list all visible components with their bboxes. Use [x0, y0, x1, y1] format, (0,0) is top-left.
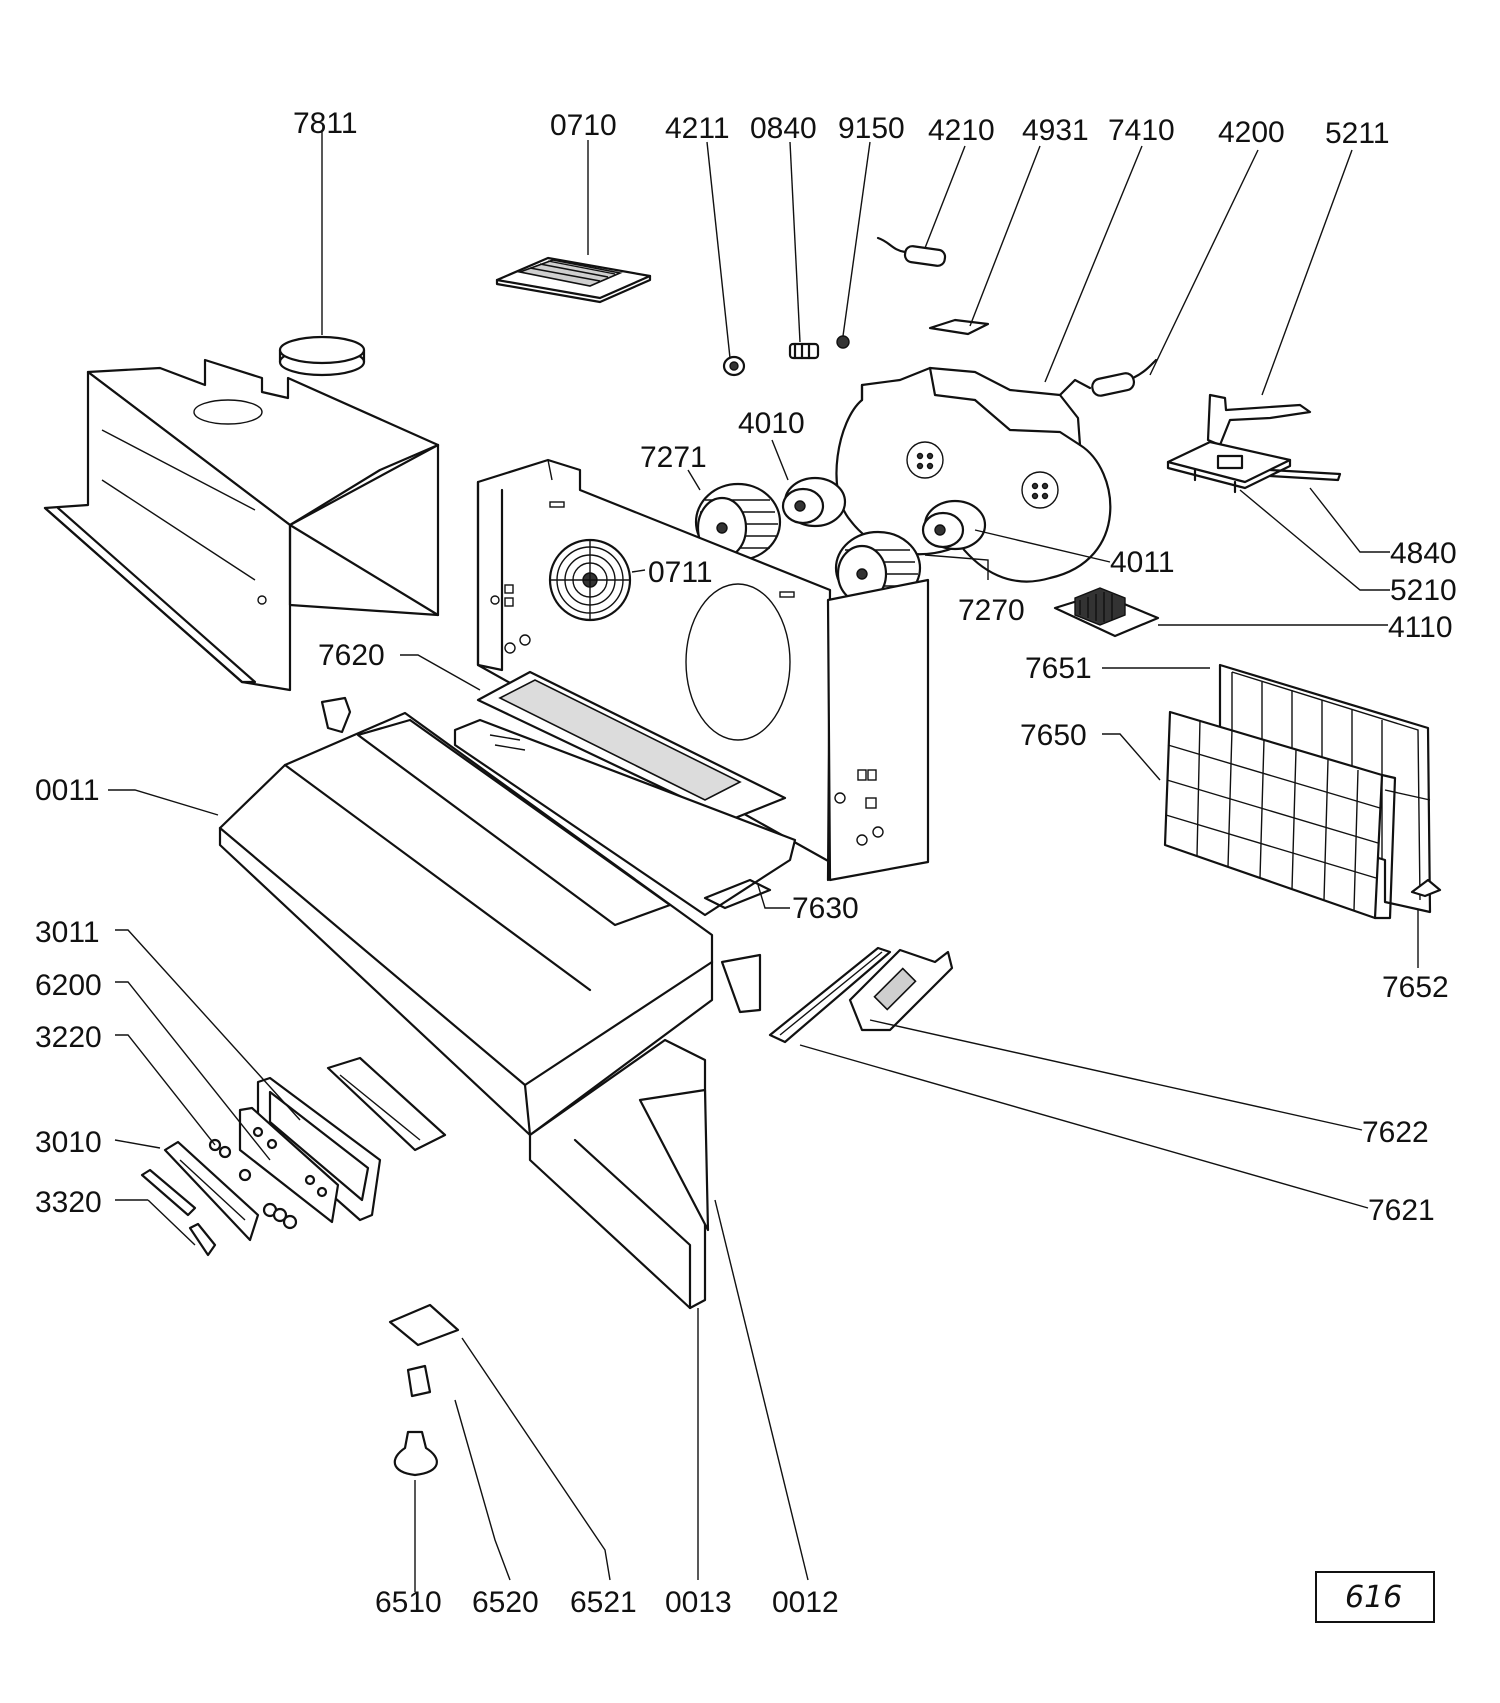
part-label: 4210: [928, 114, 995, 147]
part-label: 4010: [738, 407, 805, 440]
part-0012-side-cover: [638, 1088, 710, 1232]
part-6521-lamp-cover: [388, 1303, 460, 1347]
part-label: 7270: [958, 594, 1025, 627]
part-3320-buttons: [140, 1168, 217, 1257]
part-4931-bracket: [928, 318, 990, 336]
part-label: 0840: [750, 112, 817, 145]
part-3010-switch-bar: [163, 1140, 260, 1242]
part-6200-faceplate: [238, 1106, 340, 1224]
part-number-labels: 7811 0710 4211 0840 9150 4210 4931 7410 …: [35, 107, 1457, 1619]
part-5210-switch-plate: [1166, 440, 1292, 494]
part-4200-capacitor: [1091, 358, 1158, 397]
part-label: 7271: [640, 441, 707, 474]
part-4011-motor: [921, 499, 987, 551]
part-label: 4011: [1110, 546, 1175, 579]
part-label: 6521: [570, 1586, 637, 1619]
part-5211-bracket: [1206, 393, 1312, 447]
reference-number-box: 616: [1315, 1571, 1435, 1623]
part-label: 7652: [1382, 971, 1449, 1004]
part-4840-cable: [1268, 468, 1342, 482]
part-label: 7651: [1025, 652, 1092, 685]
part-7652-filter-clip: [1410, 878, 1442, 898]
part-label: 7811: [293, 107, 358, 140]
leader-lines: [108, 130, 1419, 1592]
part-label: 3010: [35, 1126, 102, 1159]
part-label: 6510: [375, 1586, 442, 1619]
part-label: 4110: [1388, 611, 1453, 644]
part-label: 7622: [1362, 1116, 1429, 1149]
part-label: 3220: [35, 1021, 102, 1054]
part-hood-clip-left: [320, 696, 352, 734]
part-7630-filter-frame: [453, 718, 797, 917]
part-7620-filter-panel: [476, 670, 787, 822]
part-7650-grease-filter: [1163, 710, 1397, 920]
reference-number: 616: [1345, 1580, 1402, 1615]
part-0011-hood-body: [218, 711, 714, 1137]
part-6520-lamp-holder: [406, 1364, 432, 1398]
part-6200-pcb: [326, 1056, 447, 1152]
part-label: 7621: [1368, 1194, 1435, 1227]
part-label: 0711: [648, 556, 713, 589]
part-label: 0012: [772, 1586, 839, 1619]
part-label: 4211: [665, 112, 730, 145]
part-7811-duct-collar: [278, 335, 366, 377]
part-0840-bolt: [788, 342, 820, 360]
part-label: 9150: [838, 112, 905, 145]
part-label: 5211: [1325, 117, 1390, 150]
part-label: 7620: [318, 639, 385, 672]
part-4010-motor: [781, 476, 847, 528]
part-label: 0011: [35, 774, 100, 807]
part-label: 7650: [1020, 719, 1087, 752]
part-label: 0710: [550, 109, 617, 142]
part-label: 3320: [35, 1186, 102, 1219]
part-7621-rail: [768, 946, 892, 1044]
part-label: 6200: [35, 969, 102, 1002]
part-label: 3011: [35, 916, 100, 949]
part-0710-grille-cover: [495, 256, 652, 304]
part-small-flap: [720, 953, 762, 1014]
part-label: 5210: [1390, 574, 1457, 607]
part-label: 4200: [1218, 116, 1285, 149]
part-label: 7410: [1108, 114, 1175, 147]
part-label: 4840: [1390, 537, 1457, 570]
part-label: 6520: [472, 1586, 539, 1619]
part-9150-washer: [836, 335, 850, 349]
part-label: 7630: [792, 892, 859, 925]
part-4211-nut: [722, 355, 746, 377]
part-label: 4931: [1022, 114, 1089, 147]
part-4110-transformer: [1053, 587, 1160, 638]
part-0711-fan-grille: [548, 538, 632, 622]
part-6510-lamp-bulb: [393, 1430, 438, 1477]
part-label: 0013: [665, 1586, 732, 1619]
part-7622-bracket: [848, 948, 954, 1032]
part-rear-housing: [43, 358, 440, 692]
part-4210-capacitor: [876, 236, 947, 267]
